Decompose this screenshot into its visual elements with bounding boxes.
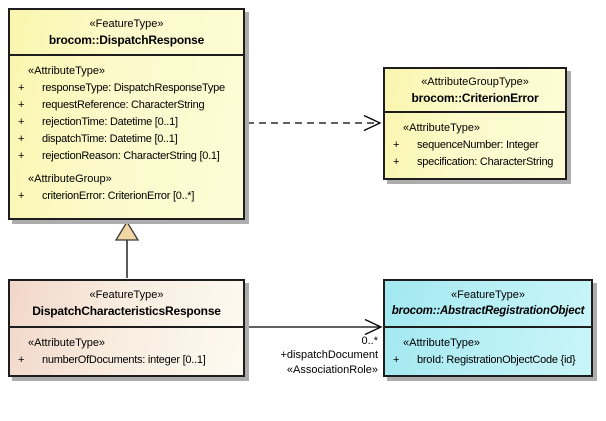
section-label: «AttributeType» bbox=[28, 65, 106, 77]
section-label: «AttributeType» bbox=[403, 337, 481, 349]
attribute-row: + specification: CharacterString bbox=[391, 154, 561, 171]
class-header: «FeatureType» brocom::DispatchResponse bbox=[10, 10, 243, 56]
class-attribute-compartment: «AttributeType» + broId: RegistrationObj… bbox=[385, 328, 591, 369]
class-box-criterion-error: «AttributeGroupType» brocom::CriterionEr… bbox=[383, 67, 567, 180]
attribute-row: + dispatchTime: Datetime [0..1] bbox=[16, 131, 239, 148]
attribute-row: + rejectionReason: CharacterString [0.1] bbox=[16, 148, 239, 165]
visibility-marker: + bbox=[18, 150, 25, 162]
class-name: brocom::DispatchResponse bbox=[48, 32, 205, 47]
visibility-marker: + bbox=[393, 156, 400, 168]
stereotype-label: «FeatureType» bbox=[89, 17, 164, 30]
attribute-text: rejectionReason: CharacterString [0.1] bbox=[42, 150, 220, 162]
attribute-text: responseType: DispatchResponseType bbox=[42, 82, 225, 94]
attribute-row: + requestReference: CharacterString bbox=[16, 97, 239, 114]
attribute-text: requestReference: CharacterString bbox=[42, 99, 205, 111]
attribute-row: + rejectionTime: Datetime [0..1] bbox=[16, 114, 239, 131]
visibility-marker: + bbox=[18, 354, 25, 366]
attribute-row: + sequenceNumber: Integer bbox=[391, 137, 561, 154]
visibility-marker: + bbox=[18, 190, 25, 202]
stereotype-label: «AttributeGroupType» bbox=[421, 75, 529, 88]
class-attribute-compartment: «AttributeType» + numberOfDocuments: int… bbox=[10, 328, 243, 369]
attribute-row: + criterionError: CriterionError [0..*] bbox=[16, 188, 239, 205]
association-stereotype-label: «AssociationRole» bbox=[286, 364, 378, 376]
section-label: «AttributeType» bbox=[28, 337, 106, 349]
class-name: DispatchCharacteristicsResponse bbox=[32, 304, 221, 318]
visibility-marker: + bbox=[18, 99, 25, 111]
attribute-text: criterionError: CriterionError [0..*] bbox=[42, 190, 195, 202]
class-attribute-compartment: «AttributeType» + responseType: Dispatch… bbox=[10, 56, 243, 205]
attribute-row: + responseType: DispatchResponseType bbox=[16, 80, 239, 97]
association-role-label: +dispatchDocument bbox=[280, 349, 378, 361]
class-name: brocom::AbstractRegistrationObject bbox=[391, 305, 585, 317]
visibility-marker: + bbox=[18, 82, 25, 94]
attribute-text: sequenceNumber: Integer bbox=[417, 139, 539, 151]
visibility-marker: + bbox=[18, 116, 25, 128]
attribute-row: + numberOfDocuments: integer [0..1] bbox=[16, 352, 239, 369]
stereotype-label: «FeatureType» bbox=[451, 289, 525, 301]
class-name: brocom::CriterionError bbox=[411, 90, 539, 105]
attribute-text: rejectionTime: Datetime [0..1] bbox=[42, 116, 178, 128]
association-multiplicity-label: 0..* bbox=[361, 335, 378, 347]
section-label: «AttributeGroup» bbox=[28, 173, 112, 185]
attribute-text: specification: CharacterString bbox=[417, 156, 554, 168]
class-header: «AttributeGroupType» brocom::CriterionEr… bbox=[385, 69, 565, 113]
class-header: «FeatureType» brocom::AbstractRegistrati… bbox=[385, 281, 591, 328]
attribute-row: + broId: RegistrationObjectCode {id} bbox=[391, 352, 587, 369]
section-label: «AttributeType» bbox=[403, 122, 481, 134]
class-box-dispatch-response: «FeatureType» brocom::DispatchResponse «… bbox=[8, 8, 245, 220]
attribute-text: broId: RegistrationObjectCode {id} bbox=[417, 354, 576, 366]
stereotype-label: «FeatureType» bbox=[89, 289, 164, 301]
class-box-dispatch-characteristics-response: «FeatureType» DispatchCharacteristicsRes… bbox=[8, 279, 245, 377]
dependency-arrow bbox=[247, 114, 382, 132]
class-attribute-compartment: «AttributeType» + sequenceNumber: Intege… bbox=[385, 113, 565, 171]
visibility-marker: + bbox=[393, 139, 400, 151]
visibility-marker: + bbox=[18, 133, 25, 145]
attribute-text: numberOfDocuments: integer [0..1] bbox=[42, 354, 206, 366]
attribute-text: dispatchTime: Datetime [0..1] bbox=[42, 133, 178, 145]
visibility-marker: + bbox=[393, 354, 400, 366]
association-line bbox=[247, 318, 383, 336]
class-header: «FeatureType» DispatchCharacteristicsRes… bbox=[10, 281, 243, 328]
class-box-abstract-registration-object: «FeatureType» brocom::AbstractRegistrati… bbox=[383, 279, 593, 377]
generalization-arrow bbox=[114, 220, 140, 278]
